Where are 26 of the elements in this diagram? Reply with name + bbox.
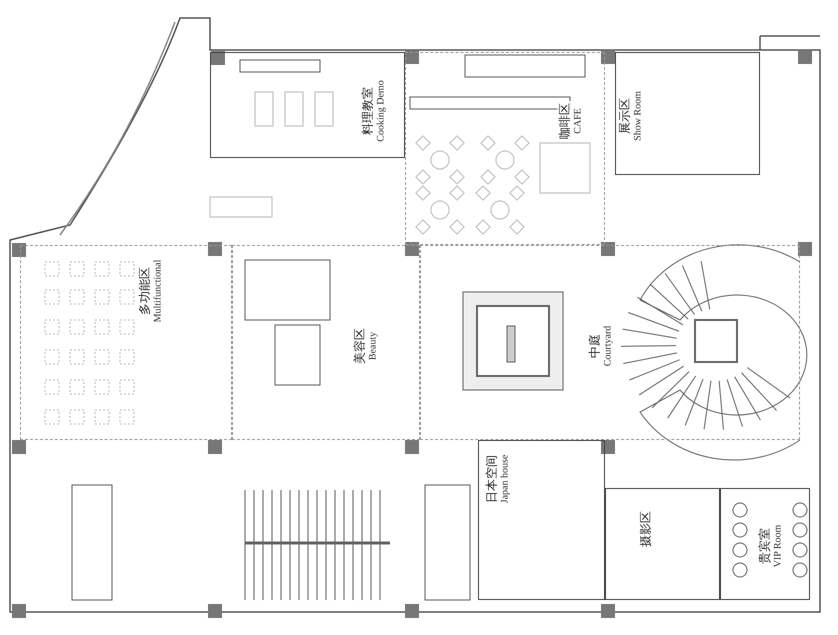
- room-label: 日本空间: [484, 455, 500, 503]
- room-area: [720, 488, 810, 600]
- room-area: [615, 52, 760, 175]
- room-area: [420, 245, 800, 440]
- room-label: 贵宾室: [757, 528, 772, 564]
- room-area: [210, 52, 405, 158]
- room-label: 咖啡区: [557, 103, 572, 139]
- room-label: Show Room: [632, 91, 644, 141]
- room-label: Cooking Demo: [375, 80, 388, 142]
- room-label: 中庭: [587, 334, 602, 358]
- room-label: Multifunctional: [152, 260, 164, 322]
- room-label: 美容区: [352, 328, 368, 364]
- room-area: [20, 245, 232, 440]
- room-area: [478, 440, 605, 600]
- room-area: [232, 245, 420, 440]
- room-label: VIP Room: [772, 524, 784, 568]
- room-label: 料理教室: [360, 87, 376, 135]
- room-label: 多功能区: [137, 267, 152, 315]
- room-label: Beauty: [367, 332, 380, 360]
- room-label: CAFE: [572, 108, 584, 134]
- room-label: Japan house: [499, 454, 512, 504]
- room-label: 摄影区: [638, 511, 654, 547]
- room-area: [605, 488, 720, 600]
- room-area: [405, 52, 605, 245]
- room-label: 展示区: [617, 98, 632, 134]
- room-label: Courtyard: [602, 326, 614, 366]
